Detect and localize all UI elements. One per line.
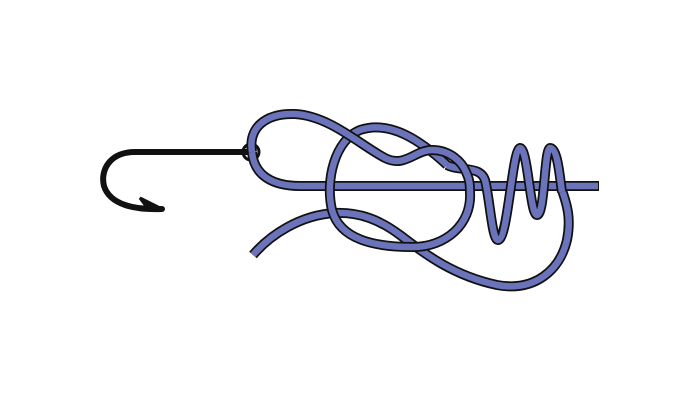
tag-end-strand [250, 189, 572, 290]
oval-loop [326, 124, 474, 251]
knot-lines [246, 108, 599, 292]
hook-barb [138, 196, 163, 211]
wraps [445, 144, 566, 244]
fish-hook [100, 142, 261, 213]
upper-strand [248, 110, 474, 195]
standing-line [248, 151, 598, 190]
